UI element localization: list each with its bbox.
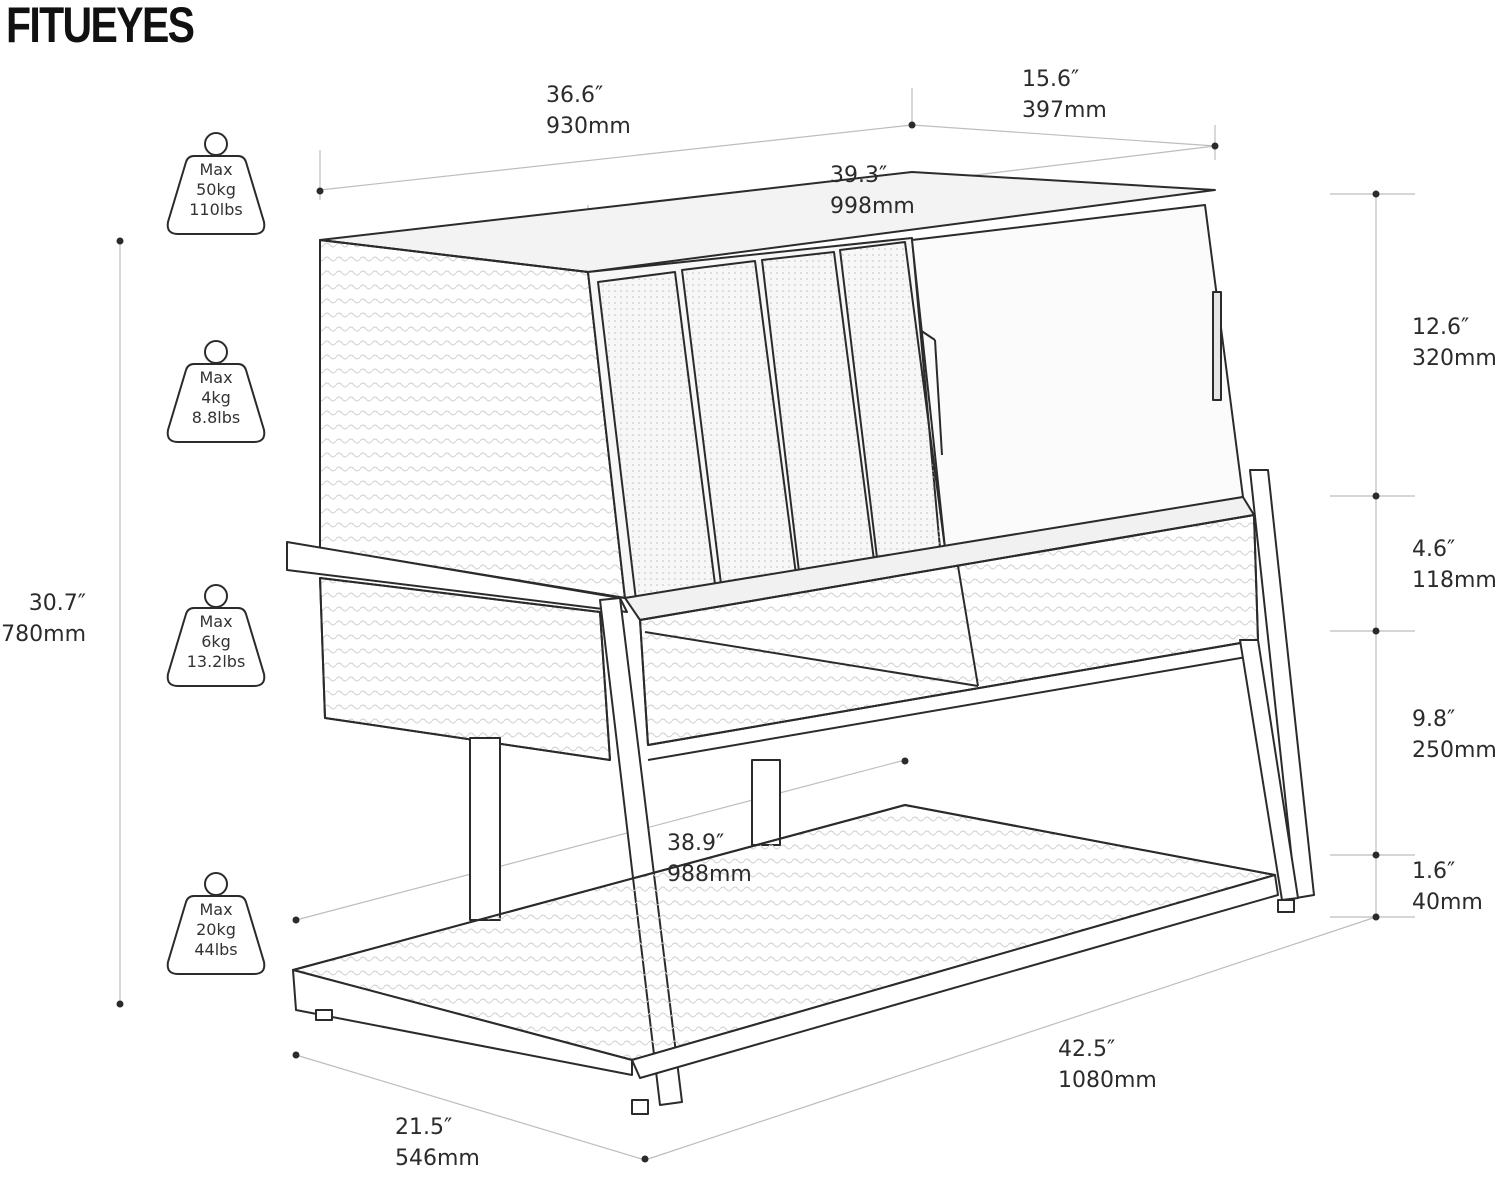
dim-foot-height: 1.6″ 40mm — [1412, 856, 1483, 918]
weight-lbs: 13.2lbs — [186, 652, 246, 671]
weight-capacity-middle: Max 6kg 13.2lbs — [164, 582, 268, 694]
weight-kg: 20kg — [196, 920, 236, 939]
back-leg-left — [469, 737, 501, 921]
dim-total-height-in: 30.7″ — [28, 591, 86, 616]
dim-inner-width-bottom-in: 38.9″ — [667, 831, 725, 856]
dim-foot-height-mm: 40mm — [1412, 890, 1483, 915]
weight-capacity-top: Max 50kg 110lbs — [164, 130, 268, 242]
weight-icon — [166, 872, 266, 975]
dim-inner-width-top: 39.3″ 998mm — [830, 160, 915, 222]
weight-label: Max — [199, 900, 233, 919]
weight-icon — [166, 340, 266, 443]
weight-lbs: 44lbs — [194, 940, 238, 959]
weight-icon — [166, 584, 266, 687]
weight-capacity-dividers: Max 4kg 8.8lbs — [164, 338, 268, 450]
brand-logo-part2: EYES — [90, 0, 195, 53]
weight-capacity-bottom: Max 20kg 44lbs — [164, 870, 268, 982]
weight-kg: 6kg — [201, 632, 231, 651]
weight-label: Max — [199, 612, 233, 631]
dim-foot-height-in: 1.6″ — [1412, 859, 1456, 884]
dim-depth-top-mm: 397mm — [1022, 98, 1107, 123]
dim-depth-top-in: 15.6″ — [1022, 67, 1080, 92]
dim-depth-bottom-mm: 546mm — [395, 1146, 480, 1171]
weight-icon — [166, 132, 266, 235]
dim-width-top-in: 36.6″ — [546, 83, 604, 108]
dim-total-height-mm: 780mm — [1, 622, 86, 647]
dim-lower-section: 9.8″ 250mm — [1412, 704, 1497, 766]
back-leg-right — [751, 759, 781, 846]
dim-inner-width-bottom: 38.9″ 988mm — [667, 828, 752, 890]
weight-kg: 4kg — [201, 388, 231, 407]
dim-width-bottom-mm: 1080mm — [1058, 1068, 1157, 1093]
front-arm — [286, 541, 628, 613]
sliding-door — [911, 204, 1244, 549]
dim-width-bottom-in: 42.5″ — [1058, 1037, 1116, 1062]
dim-middle-section: 4.6″ 118mm — [1412, 534, 1497, 596]
dim-upper-section-mm: 320mm — [1412, 346, 1497, 371]
dim-width-bottom: 42.5″ 1080mm — [1058, 1034, 1157, 1096]
weight-lbs: 110lbs — [189, 200, 243, 219]
dim-inner-width-bottom-mm: 988mm — [667, 862, 752, 887]
dim-width-top: 36.6″ 930mm — [546, 80, 631, 142]
brand-logo-part1: FITU — [6, 0, 92, 53]
brand-logo: FITUEYES — [6, 0, 195, 54]
dim-inner-width-top-in: 39.3″ — [830, 163, 888, 188]
weight-lbs: 8.8lbs — [191, 408, 241, 427]
right-frame — [1249, 469, 1315, 899]
dim-total-height: 30.7″ 780mm — [0, 588, 86, 650]
dim-width-top-mm: 930mm — [546, 114, 631, 139]
weight-text: Max 4kg 8.8lbs — [164, 368, 268, 428]
dim-depth-bottom-in: 21.5″ — [395, 1115, 453, 1140]
dim-middle-section-in: 4.6″ — [1412, 537, 1456, 562]
weight-text: Max 6kg 13.2lbs — [164, 612, 268, 672]
dim-upper-section-in: 12.6″ — [1412, 315, 1470, 340]
dim-lower-section-mm: 250mm — [1412, 738, 1497, 763]
weight-text: Max 50kg 110lbs — [164, 160, 268, 220]
weight-text: Max 20kg 44lbs — [164, 900, 268, 960]
dim-depth-bottom: 21.5″ 546mm — [395, 1112, 480, 1174]
weight-label: Max — [199, 160, 233, 179]
weight-label: Max — [199, 368, 233, 387]
weight-kg: 50kg — [196, 180, 236, 199]
left-side-panel — [319, 239, 626, 599]
dim-middle-section-mm: 118mm — [1412, 568, 1497, 593]
record-dividers — [597, 241, 947, 601]
dim-inner-width-top-mm: 998mm — [830, 194, 915, 219]
dim-lower-section-in: 9.8″ — [1412, 707, 1456, 732]
dim-upper-section: 12.6″ 320mm — [1412, 312, 1497, 374]
dim-depth-top: 15.6″ 397mm — [1022, 64, 1107, 126]
